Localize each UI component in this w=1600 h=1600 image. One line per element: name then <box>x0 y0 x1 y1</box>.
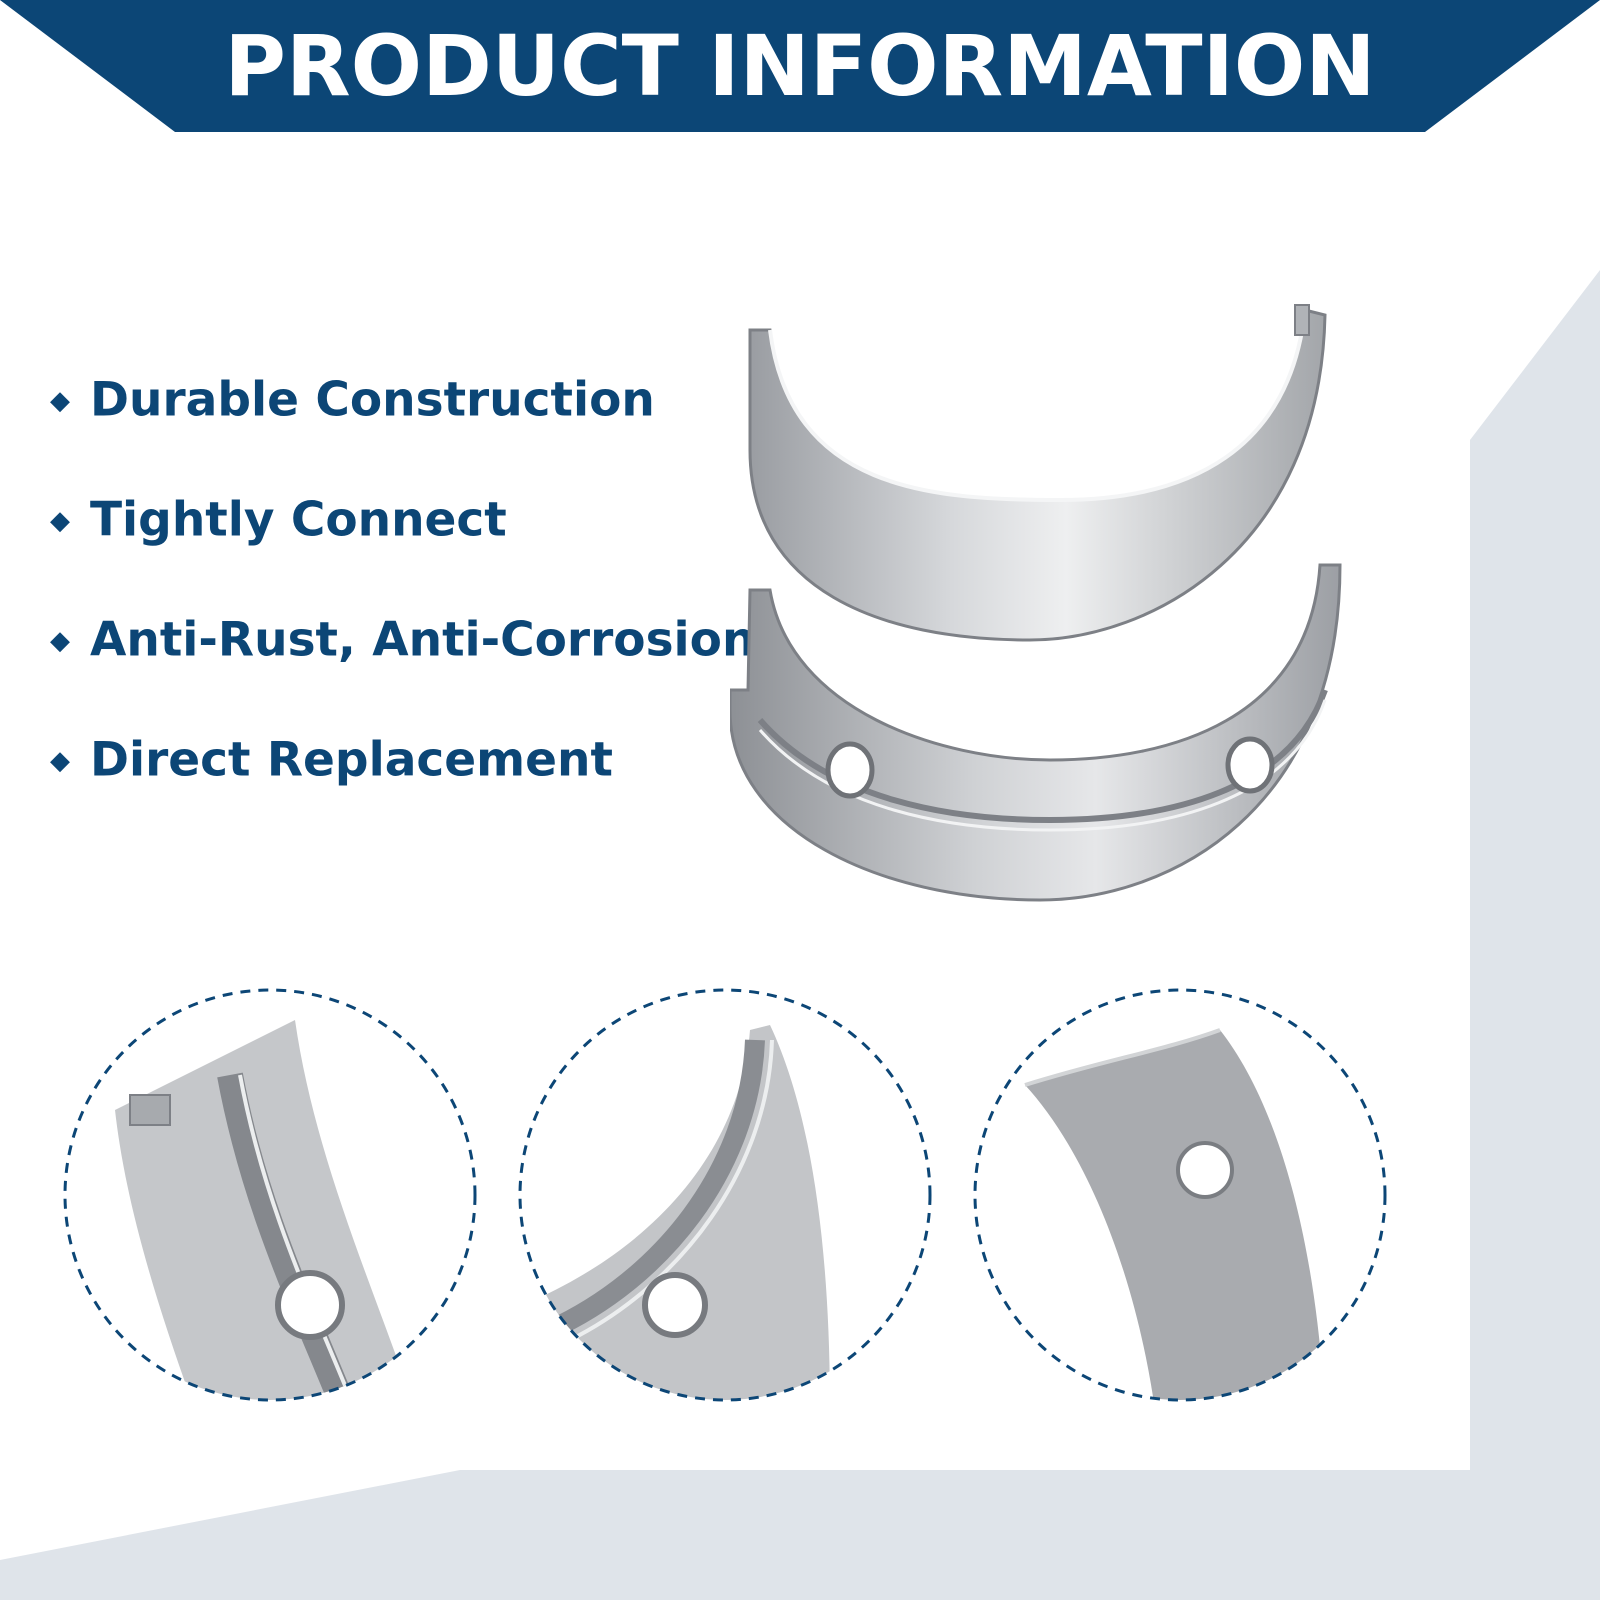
feature-label: Anti-Rust, Anti-Corrosion <box>90 612 756 668</box>
feature-label: Tightly Connect <box>90 492 507 548</box>
page-title: PRODUCT INFORMATION <box>224 17 1376 115</box>
diamond-bullet-icon: ◆ <box>50 385 70 416</box>
feature-item: ◆ Tightly Connect <box>50 490 507 549</box>
diamond-bullet-icon: ◆ <box>50 745 70 776</box>
lower-bearing-shell <box>730 563 1342 902</box>
groove-detail-image <box>518 988 932 1402</box>
tab-detail-image <box>63 988 477 1402</box>
header-banner <box>0 0 1600 132</box>
diamond-bullet-icon: ◆ <box>50 505 70 536</box>
bearing-pair-image <box>730 304 1342 902</box>
feature-label: Durable Construction <box>90 372 655 428</box>
upper-bearing-shell <box>748 304 1327 642</box>
feature-item: ◆ Durable Construction <box>50 370 655 429</box>
feature-item: ◆ Direct Replacement <box>50 730 613 789</box>
hole-detail-image <box>973 988 1387 1402</box>
diamond-bullet-icon: ◆ <box>50 625 70 656</box>
oil-hole <box>1225 736 1275 794</box>
oil-hole <box>825 741 875 799</box>
feature-label: Direct Replacement <box>90 732 613 788</box>
feature-item: ◆ Anti-Rust, Anti-Corrosion <box>50 610 755 669</box>
